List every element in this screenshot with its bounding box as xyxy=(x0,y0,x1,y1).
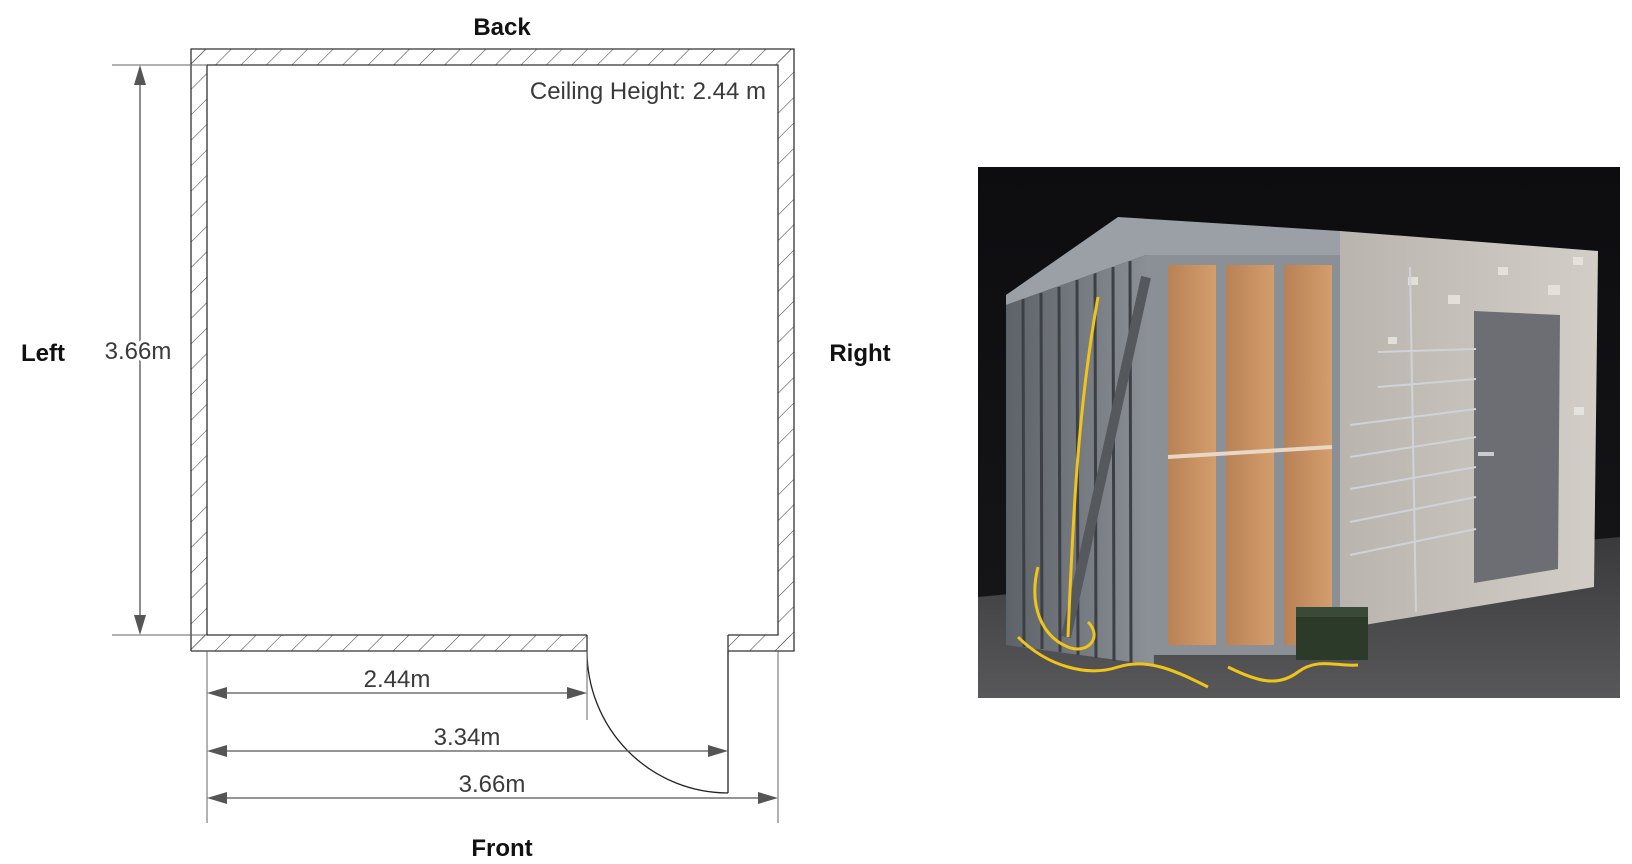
label-right: Right xyxy=(829,340,890,367)
top-frame xyxy=(1006,217,1340,305)
diagonal-brace xyxy=(1061,275,1151,639)
width-extension-lines xyxy=(206,651,779,823)
test-room-photo xyxy=(978,167,1620,698)
room-walls xyxy=(190,48,795,652)
label-back: Back xyxy=(473,14,531,41)
door-handle xyxy=(1478,452,1494,456)
floor-plan-diagram: Back Front Left Right Ceiling Height: 2.… xyxy=(21,14,891,862)
label-front: Front xyxy=(471,835,532,862)
label-left: Left xyxy=(21,340,65,367)
door-end-dimension xyxy=(207,745,728,757)
door-swing xyxy=(586,650,729,794)
width-dimension xyxy=(207,792,778,804)
equipment-case-lid xyxy=(1296,607,1368,617)
depth-dimension-label: 3.66m xyxy=(105,338,172,365)
ceiling-height-label: Ceiling Height: 2.44 m xyxy=(530,78,766,105)
door-start-dimension-label: 2.44m xyxy=(364,666,431,693)
cables xyxy=(1016,296,1359,689)
door xyxy=(1474,311,1560,583)
door-start-dimension xyxy=(207,687,587,699)
wall-panel-3 xyxy=(1284,265,1332,645)
sensor-rack xyxy=(1349,266,1477,613)
side-wall-studs xyxy=(1021,260,1133,664)
wall-panel-2 xyxy=(1226,265,1274,645)
depth-dimension xyxy=(112,64,207,636)
width-dimension-label: 3.66m xyxy=(459,771,526,798)
door-end-dimension-label: 3.34m xyxy=(434,724,501,751)
drywall-patches xyxy=(1388,257,1584,415)
equipment-case xyxy=(1296,615,1368,660)
